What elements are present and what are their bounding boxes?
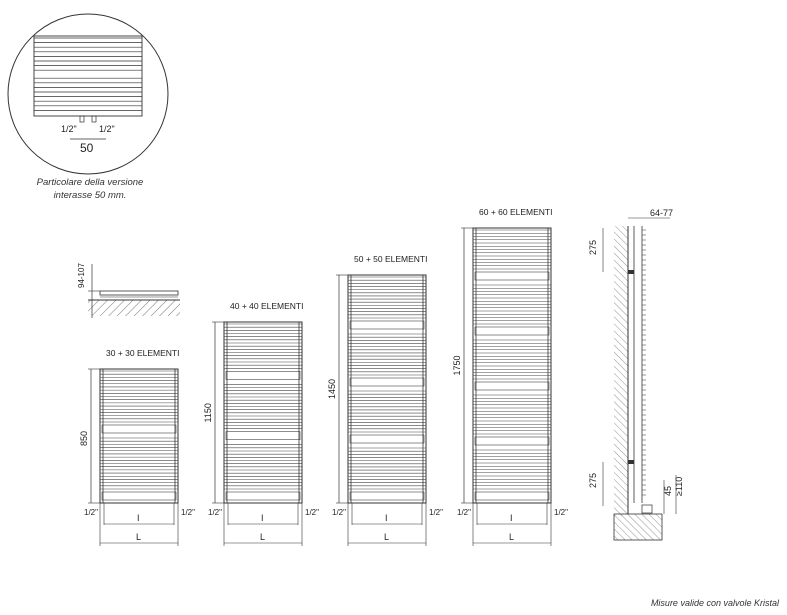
pipe-right-label: 1/2" xyxy=(181,508,195,517)
radiator-gap xyxy=(474,436,550,446)
radiator-gap xyxy=(101,491,177,501)
detail-caption: Particolare della versione interasse 50 … xyxy=(20,176,160,202)
detail-caption-line2: interasse 50 mm. xyxy=(53,190,127,201)
detail-radiator-frame xyxy=(33,35,143,117)
inner-dimension-label: I xyxy=(261,513,264,523)
side-bracket xyxy=(628,270,634,274)
radiator-frame xyxy=(99,368,179,504)
footnote: Misure valide con valvole Kristal xyxy=(650,598,779,608)
detail-pipe-stub xyxy=(79,115,85,123)
radiator-gap xyxy=(349,491,425,501)
radiator-gap xyxy=(349,434,425,444)
model-label: 30 + 30 ELEMENTI xyxy=(106,348,179,358)
side-top-spacing: 275 xyxy=(588,240,598,255)
radiator-frame xyxy=(223,321,303,504)
side-bracket xyxy=(628,460,634,464)
radiator-model: 850 30 + 30 ELEMENTI 1/2" 1/2" IL xyxy=(79,348,195,546)
radiator-model: 1450 50 + 50 ELEMENTI 1/2" 1/2" IL xyxy=(327,254,443,546)
side-valve-height: 45 xyxy=(663,486,673,496)
model-label: 40 + 40 ELEMENTI xyxy=(230,301,303,311)
width-dimension-label: L xyxy=(260,532,265,542)
side-depth-label: 64-77 xyxy=(650,208,673,218)
wall-depth-label: 94-107 xyxy=(77,263,86,288)
pipe-left-label: 1/2" xyxy=(332,508,346,517)
radiator-gap xyxy=(225,431,301,440)
radiator-model: 1150 40 + 40 ELEMENTI 1/2" 1/2" IL xyxy=(203,301,319,546)
width-dimension-label: L xyxy=(509,532,514,542)
radiator-gap xyxy=(474,381,550,391)
height-label: 1750 xyxy=(452,355,462,375)
radiator-gap xyxy=(474,271,550,281)
radiator-model: 1750 60 + 60 ELEMENTI 1/2" 1/2" IL xyxy=(452,207,568,546)
radiator-gap xyxy=(474,491,550,501)
inner-dimension-label: I xyxy=(137,513,140,523)
pipe-right-label: 1/2" xyxy=(554,508,568,517)
side-floor-clearance: ≥110 xyxy=(674,477,684,496)
detail-pipe-left: 1/2" xyxy=(61,124,77,134)
detail-circle-group: 1/2" 1/2" 50 xyxy=(7,13,169,175)
detail-spacing: 50 xyxy=(80,141,94,155)
detail-pipe-right: 1/2" xyxy=(99,124,115,134)
pipe-left-label: 1/2" xyxy=(457,508,471,517)
detail-radiator xyxy=(33,35,143,140)
radiator-gap xyxy=(474,326,550,336)
model-label: 60 + 60 ELEMENTI xyxy=(479,207,552,217)
radiator-frame xyxy=(472,227,552,504)
height-label: 850 xyxy=(79,431,89,446)
radiator-gap xyxy=(349,320,425,330)
pipe-right-label: 1/2" xyxy=(305,508,319,517)
radiator-gap xyxy=(349,377,425,387)
pipe-right-label: 1/2" xyxy=(429,508,443,517)
pipe-left-label: 1/2" xyxy=(84,508,98,517)
detail-circle xyxy=(7,13,169,175)
radiator-gap xyxy=(225,371,301,380)
side-floor xyxy=(613,513,663,541)
detail-caption-line1: Particolare della versione xyxy=(36,177,144,188)
radiator-frame xyxy=(347,274,427,504)
wall-mount-detail: 94-107 xyxy=(77,263,180,318)
pipe-left-label: 1/2" xyxy=(208,508,222,517)
side-bottom-spacing: 275 xyxy=(588,473,598,488)
side-view: 64-77 275 275 45 ≥110 xyxy=(588,208,684,541)
inner-dimension-label: I xyxy=(510,513,513,523)
model-label: 50 + 50 ELEMENTI xyxy=(354,254,427,264)
side-wall xyxy=(614,226,628,516)
width-dimension-label: L xyxy=(384,532,389,542)
radiator-gap xyxy=(225,491,301,501)
radiator-gap xyxy=(101,424,177,434)
inner-dimension-label: I xyxy=(385,513,388,523)
side-valve xyxy=(641,504,653,514)
height-label: 1150 xyxy=(203,403,213,422)
detail-pipe-stub xyxy=(91,115,97,123)
width-dimension-label: L xyxy=(136,532,141,542)
height-label: 1450 xyxy=(327,379,337,399)
